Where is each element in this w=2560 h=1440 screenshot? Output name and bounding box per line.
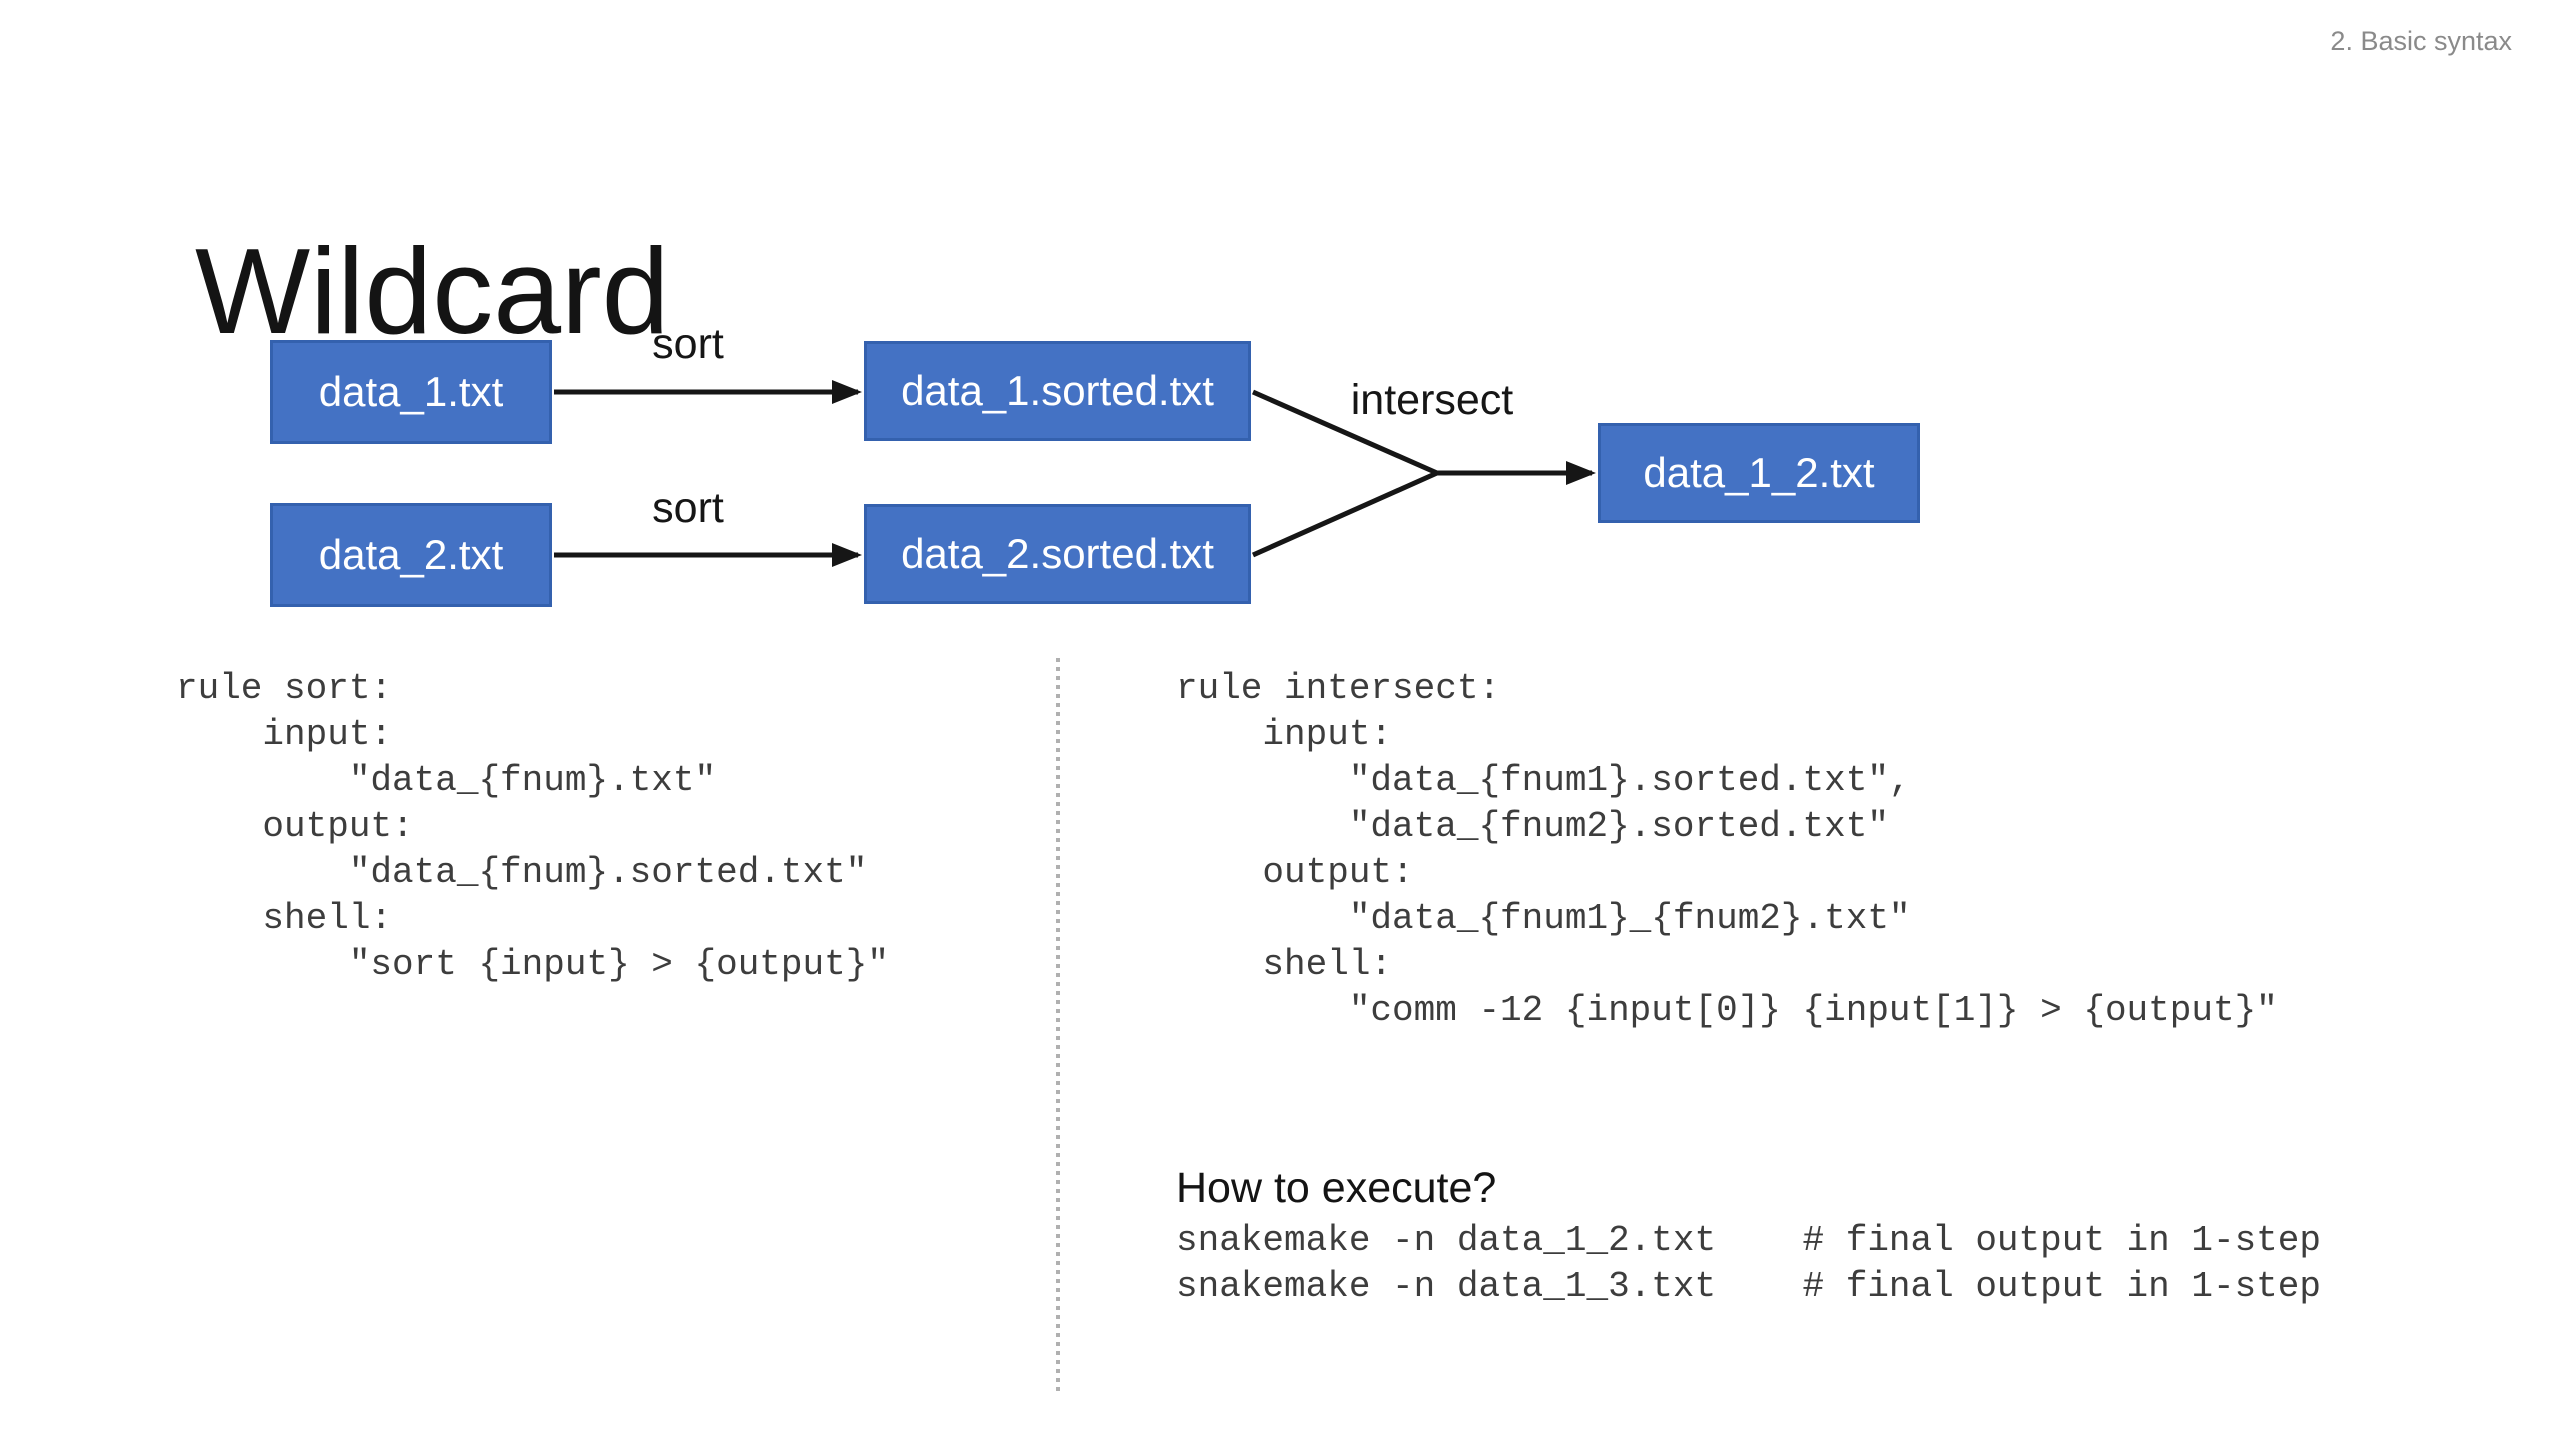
node-data-1-2-txt: data_1_2.txt — [1598, 423, 1920, 523]
code-block-rule-sort: rule sort: input: "data_{fnum}.txt" outp… — [176, 668, 889, 985]
edge-label-sort-top: sort — [652, 320, 724, 368]
column-divider — [1056, 658, 1060, 1392]
node-data-2-sorted-txt: data_2.sorted.txt — [864, 504, 1251, 604]
node-data-1-txt: data_1.txt — [270, 340, 552, 444]
slide-title: Wildcard — [195, 222, 670, 359]
node-data-2-txt: data_2.txt — [270, 503, 552, 607]
section-label: 2. Basic syntax — [2330, 26, 2512, 56]
code-block-snakemake-commands: snakemake -n data_1_2.txt # final output… — [1176, 1220, 2321, 1307]
edge-label-intersect: intersect — [1350, 376, 1514, 424]
node-data-1-sorted-txt: data_1.sorted.txt — [864, 341, 1251, 441]
edge-label-sort-bottom: sort — [652, 484, 724, 532]
how-to-execute-heading: How to execute? — [1176, 1164, 1497, 1212]
code-block-rule-intersect: rule intersect: input: "data_{fnum1}.sor… — [1176, 668, 2278, 1031]
